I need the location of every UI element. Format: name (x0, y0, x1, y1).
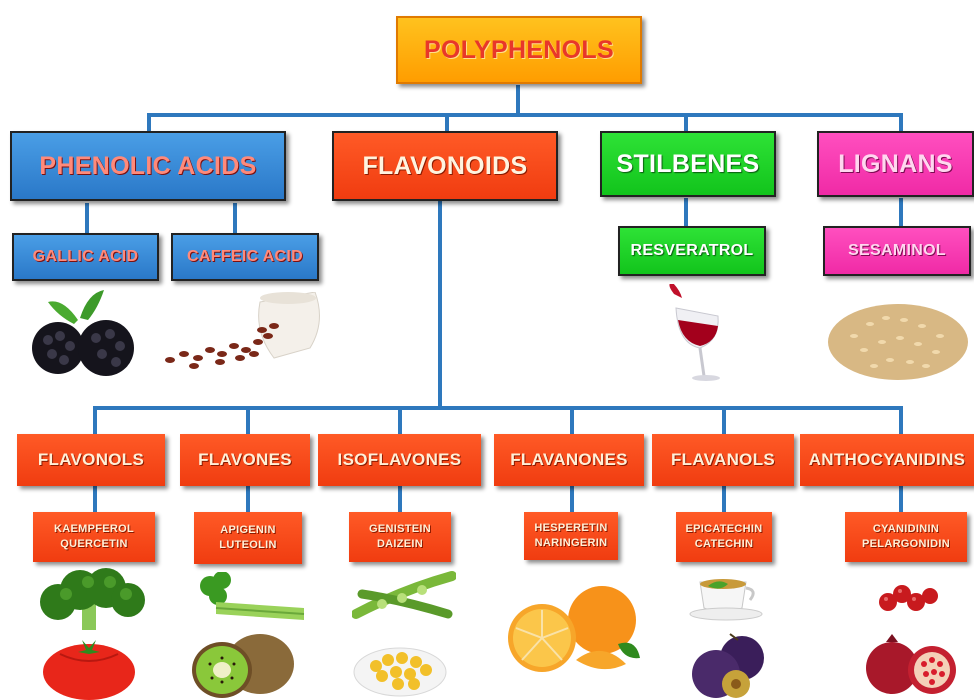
connector-to-flavanones (570, 406, 574, 434)
connector-root-down (516, 85, 520, 115)
sesaminol-node: SESAMINOL (823, 226, 971, 276)
caffeic-acid-node: CAFFEIC ACID (171, 233, 319, 281)
polyphenols-root-node: POLYPHENOLS (396, 16, 642, 84)
compound-label: DAIZEIN (377, 537, 423, 552)
connector-to-flavanols (722, 406, 726, 434)
compound-label: KAEMPFEROL (54, 522, 134, 537)
connector-anthocyanidins-compounds (899, 486, 903, 512)
compound-label: CYANIDININ (873, 522, 939, 537)
compound-label: PELARGONIDIN (862, 537, 950, 552)
sesame-seeds-image (824, 290, 972, 382)
compound-label: GENISTEIN (369, 522, 431, 537)
orange-image (506, 580, 642, 680)
connector-isoflavones-compounds (398, 486, 402, 512)
resveratrol-label: RESVERATROL (630, 242, 753, 260)
flavanones-label: FLAVANONES (510, 450, 628, 470)
connector-to-anthocyanidins (899, 406, 903, 434)
cranberries-image (876, 580, 940, 614)
flavanols-node: FLAVANOLS (652, 434, 794, 486)
gallic-acid-label: GALLIC ACID (33, 248, 139, 266)
root-label: POLYPHENOLS (424, 36, 614, 65)
coffee-beans-image (150, 292, 325, 374)
flavonols-compounds-node: KAEMPFEROL QUERCETIN (33, 512, 155, 562)
connector-to-stilbenes (684, 113, 688, 133)
gallic-acid-node: GALLIC ACID (12, 233, 159, 281)
celery-image (196, 572, 308, 624)
anthocyanidins-compounds-node: CYANIDININ PELARGONIDIN (845, 512, 967, 562)
connector-to-flavones (246, 406, 250, 434)
connector-to-resveratrol (684, 198, 688, 226)
flavonoids-label: FLAVONOIDS (362, 152, 527, 181)
compound-label: LUTEOLIN (219, 538, 276, 553)
connector-to-caffeic-acid (233, 203, 237, 233)
connector-top-horizontal (147, 113, 903, 117)
flavones-compounds-node: APIGENIN LUTEOLIN (194, 512, 302, 564)
green-beans-image (352, 570, 456, 628)
sesaminol-label: SESAMINOL (848, 242, 946, 260)
red-wine-image (660, 284, 732, 384)
connector-to-sesaminol (899, 198, 903, 226)
compound-label: APIGENIN (220, 523, 276, 538)
flavones-label: FLAVONES (198, 450, 292, 470)
blackberries-image (18, 288, 148, 380)
flavanols-compounds-node: EPICATECHIN CATECHIN (676, 512, 772, 562)
anthocyanidins-node: ANTHOCYANIDINS (800, 434, 974, 486)
pomegranate-image (862, 630, 962, 700)
connector-flavanones-compounds (570, 486, 574, 512)
connector-flavanols-compounds (722, 486, 726, 512)
flavones-node: FLAVONES (180, 434, 310, 486)
compound-label: EPICATECHIN (685, 522, 762, 537)
compound-label: HESPERETIN (534, 521, 607, 536)
tea-cup-image (688, 574, 764, 624)
connector-to-gallic-acid (85, 203, 89, 233)
flavanols-label: FLAVANOLS (671, 450, 775, 470)
kiwi-image (176, 630, 296, 700)
plums-image (686, 630, 772, 700)
connector-to-flavonoids (445, 113, 449, 133)
flavonols-node: FLAVONOLS (17, 434, 165, 486)
flavonols-label: FLAVONOLS (38, 450, 144, 470)
anthocyanidins-label: ANTHOCYANIDINS (809, 450, 966, 470)
soybeans-image (352, 636, 448, 698)
connector-flavonoids-down (438, 200, 442, 410)
flavanones-node: FLAVANONES (494, 434, 644, 486)
flavanones-compounds-node: HESPERETIN NARINGERIN (524, 512, 618, 560)
compound-label: CATECHIN (695, 537, 753, 552)
isoflavones-node: ISOFLAVONES (318, 434, 481, 486)
connector-classes-horizontal (93, 406, 903, 410)
lignans-node: LIGNANS (817, 131, 974, 197)
resveratrol-node: RESVERATROL (618, 226, 766, 276)
phenolic-acids-node: PHENOLIC ACIDS (10, 131, 286, 201)
connector-to-isoflavones (398, 406, 402, 434)
caffeic-acid-label: CAFFEIC ACID (187, 248, 303, 266)
lignans-label: LIGNANS (838, 150, 953, 179)
stilbenes-label: STILBENES (617, 150, 760, 179)
connector-flavonols-compounds (93, 486, 97, 512)
stilbenes-node: STILBENES (600, 131, 776, 197)
tomato-image (40, 634, 138, 700)
phenolic-acids-label: PHENOLIC ACIDS (39, 152, 256, 181)
connector-to-lignans (899, 113, 903, 133)
connector-to-phenolic-acids (147, 113, 151, 133)
connector-flavones-compounds (246, 486, 250, 512)
connector-to-flavonols (93, 406, 97, 434)
compound-label: NARINGERIN (535, 536, 608, 551)
compound-label: QUERCETIN (60, 537, 127, 552)
broccoli-image (36, 568, 146, 632)
flavonoids-node: FLAVONOIDS (332, 131, 558, 201)
isoflavones-label: ISOFLAVONES (338, 450, 462, 470)
isoflavones-compounds-node: GENISTEIN DAIZEIN (349, 512, 451, 562)
